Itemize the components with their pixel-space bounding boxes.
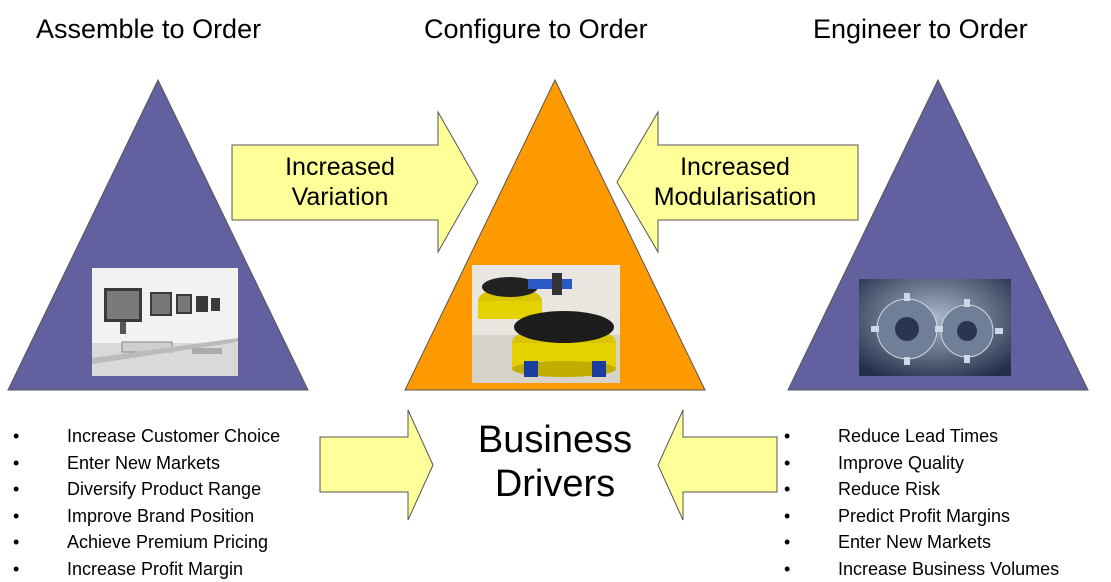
list-item: Increase Customer Choice (8, 423, 280, 450)
list-item: Diversify Product Range (8, 476, 280, 503)
list-item: Increase Profit Margin (8, 556, 280, 582)
business-drivers-line2: Drivers (455, 462, 655, 506)
increased-variation-label: Increased Variation (260, 152, 420, 212)
list-item: Increase Business Volumes (779, 556, 1059, 582)
engineer-to-order-title: Engineer to Order (813, 14, 1028, 45)
gears-photo (859, 279, 1011, 376)
list-item: Enter New Markets (779, 529, 1059, 556)
configure-to-order-title: Configure to Order (424, 14, 648, 45)
list-item: Reduce Risk (779, 476, 1059, 503)
list-item: Enter New Markets (8, 450, 280, 477)
assemble-to-order-title: Assemble to Order (36, 14, 261, 45)
list-item: Improve Quality (779, 450, 1059, 477)
increased-modularisation-line2: Modularisation (630, 182, 840, 212)
list-item: Reduce Lead Times (779, 423, 1059, 450)
robot-photo (472, 265, 620, 383)
increased-variation-line2: Variation (260, 182, 420, 212)
business-drivers-label: Business Drivers (455, 418, 655, 506)
increased-modularisation-line1: Increased (630, 152, 840, 182)
left-driver-arrow (320, 410, 433, 520)
computer-row-photo (92, 268, 238, 376)
increased-variation-line1: Increased (260, 152, 420, 182)
assemble-benefits-list: Increase Customer Choice Enter New Marke… (8, 423, 280, 582)
increased-modularisation-label: Increased Modularisation (630, 152, 840, 212)
engineer-benefits-list: Reduce Lead Times Improve Quality Reduce… (779, 423, 1059, 582)
list-item: Predict Profit Margins (779, 503, 1059, 530)
list-item: Improve Brand Position (8, 503, 280, 530)
right-driver-arrow (658, 410, 777, 520)
business-drivers-line1: Business (455, 418, 655, 462)
list-item: Achieve Premium Pricing (8, 529, 280, 556)
